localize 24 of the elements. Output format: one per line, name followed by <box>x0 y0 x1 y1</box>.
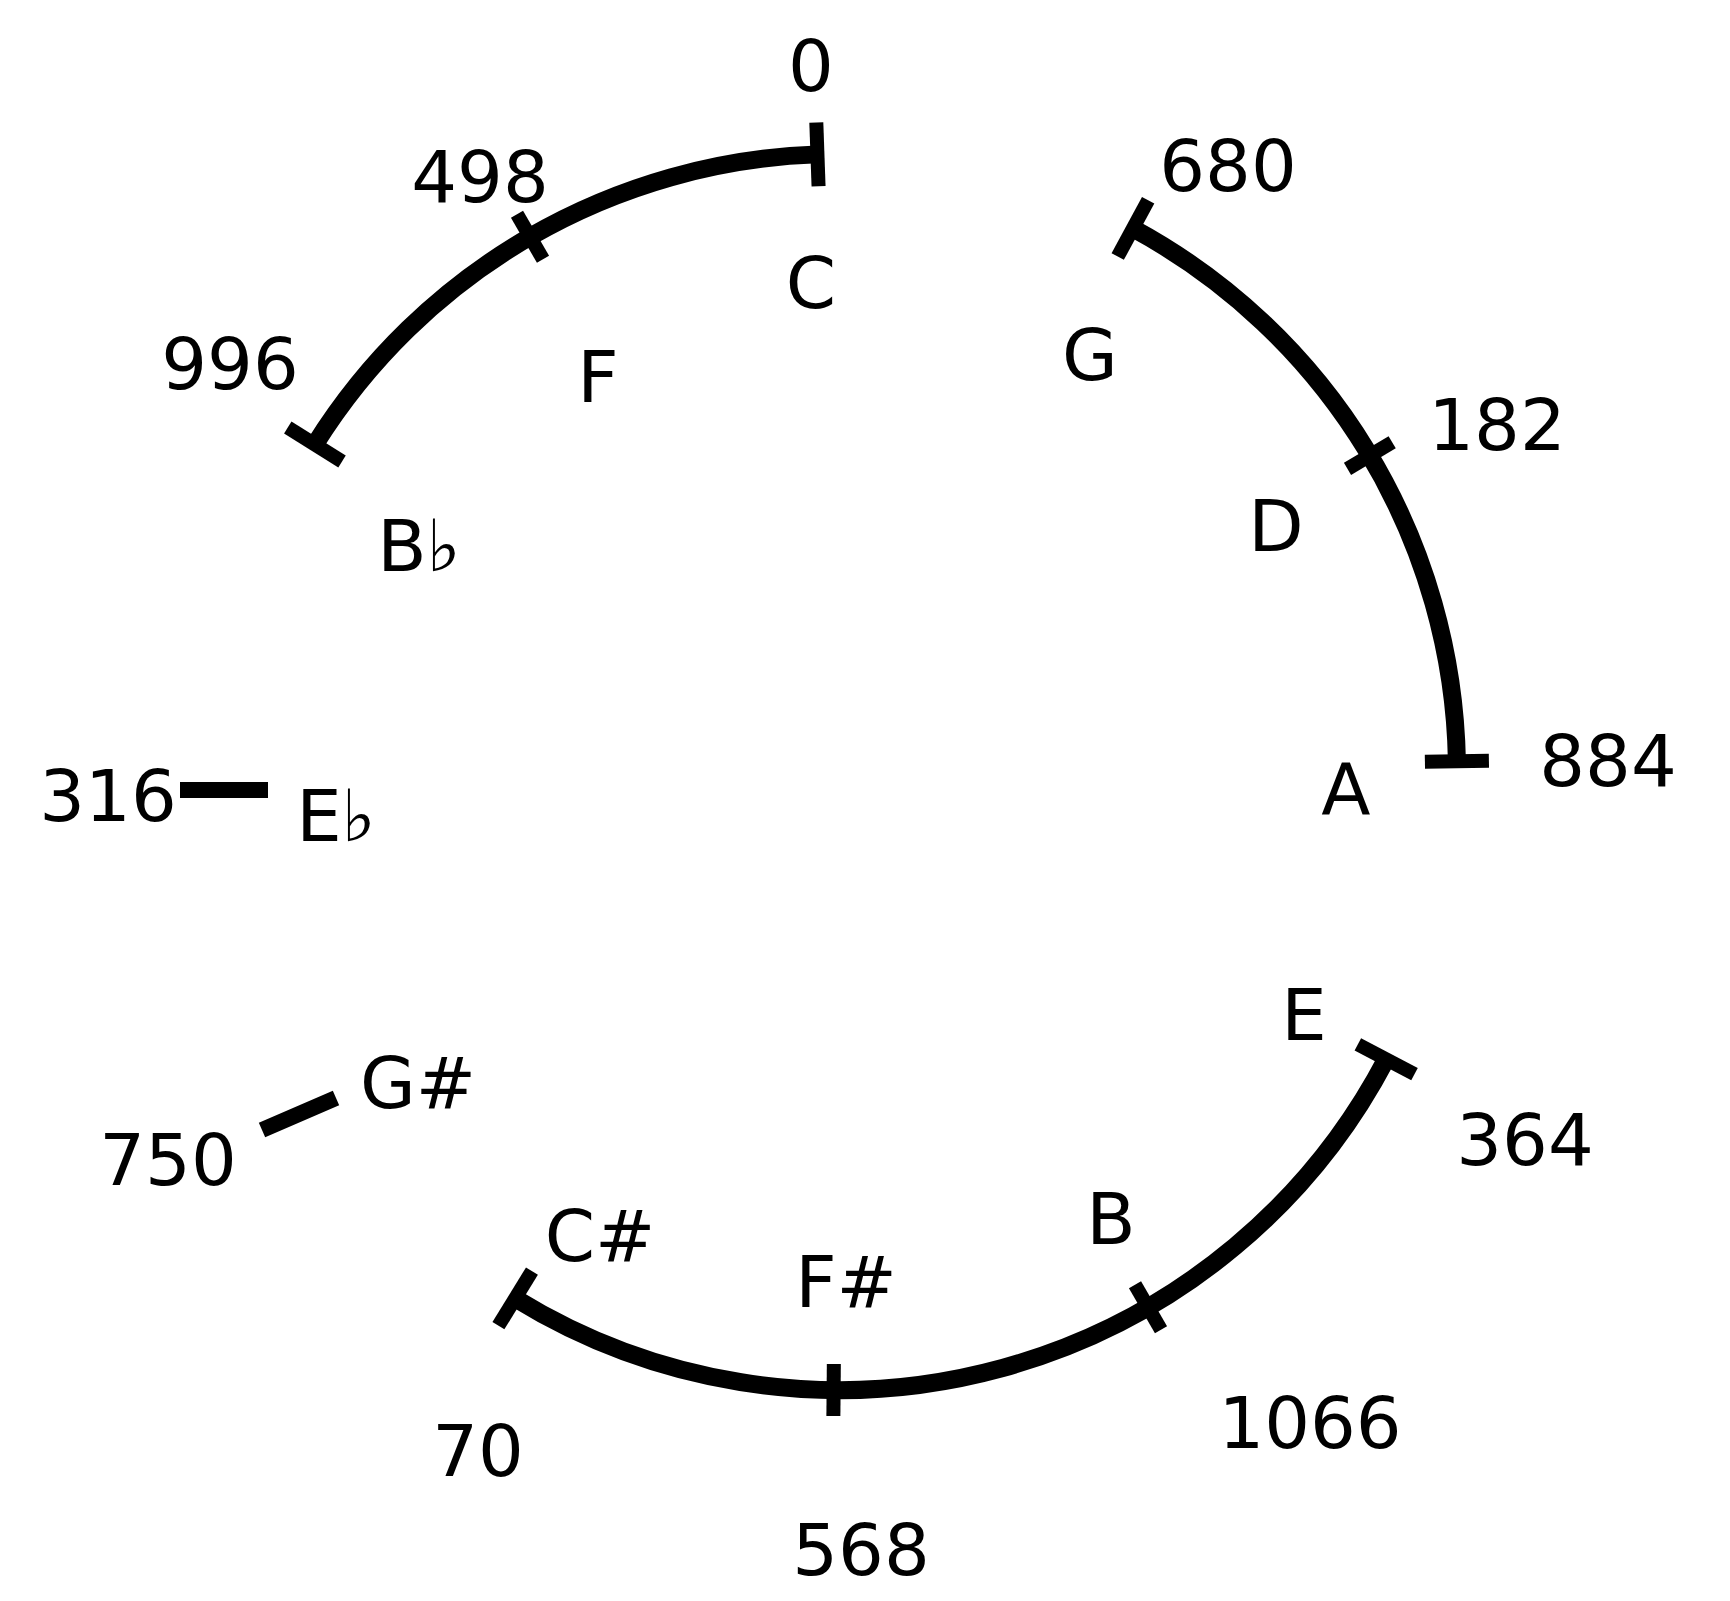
value-label: 1066 <box>1218 1387 1402 1459</box>
value-label: 996 <box>161 328 299 400</box>
value-label: 70 <box>432 1415 524 1487</box>
value-label: 364 <box>1456 1104 1594 1176</box>
value-label: 884 <box>1539 725 1677 797</box>
value-label: E♭ <box>296 780 376 852</box>
value-label: 498 <box>411 141 549 213</box>
value-label: 568 <box>792 1514 930 1586</box>
value-label: E <box>1281 979 1327 1051</box>
value-label: F# <box>795 1246 897 1318</box>
value-label: G <box>1062 319 1118 391</box>
value-label: 316 <box>39 760 177 832</box>
value-label: 182 <box>1428 389 1566 461</box>
value-label: F <box>577 341 619 413</box>
value-label: C <box>785 247 837 319</box>
value-label: B <box>1086 1183 1136 1255</box>
value-label: 680 <box>1159 130 1297 202</box>
value-label: C# <box>544 1200 656 1272</box>
value-label: 0 <box>788 30 834 102</box>
value-label: B♭ <box>377 510 461 582</box>
value-label: 750 <box>99 1124 237 1196</box>
value-label: G# <box>359 1047 477 1119</box>
value-label: A <box>1321 753 1371 825</box>
value-label: D <box>1248 490 1304 562</box>
